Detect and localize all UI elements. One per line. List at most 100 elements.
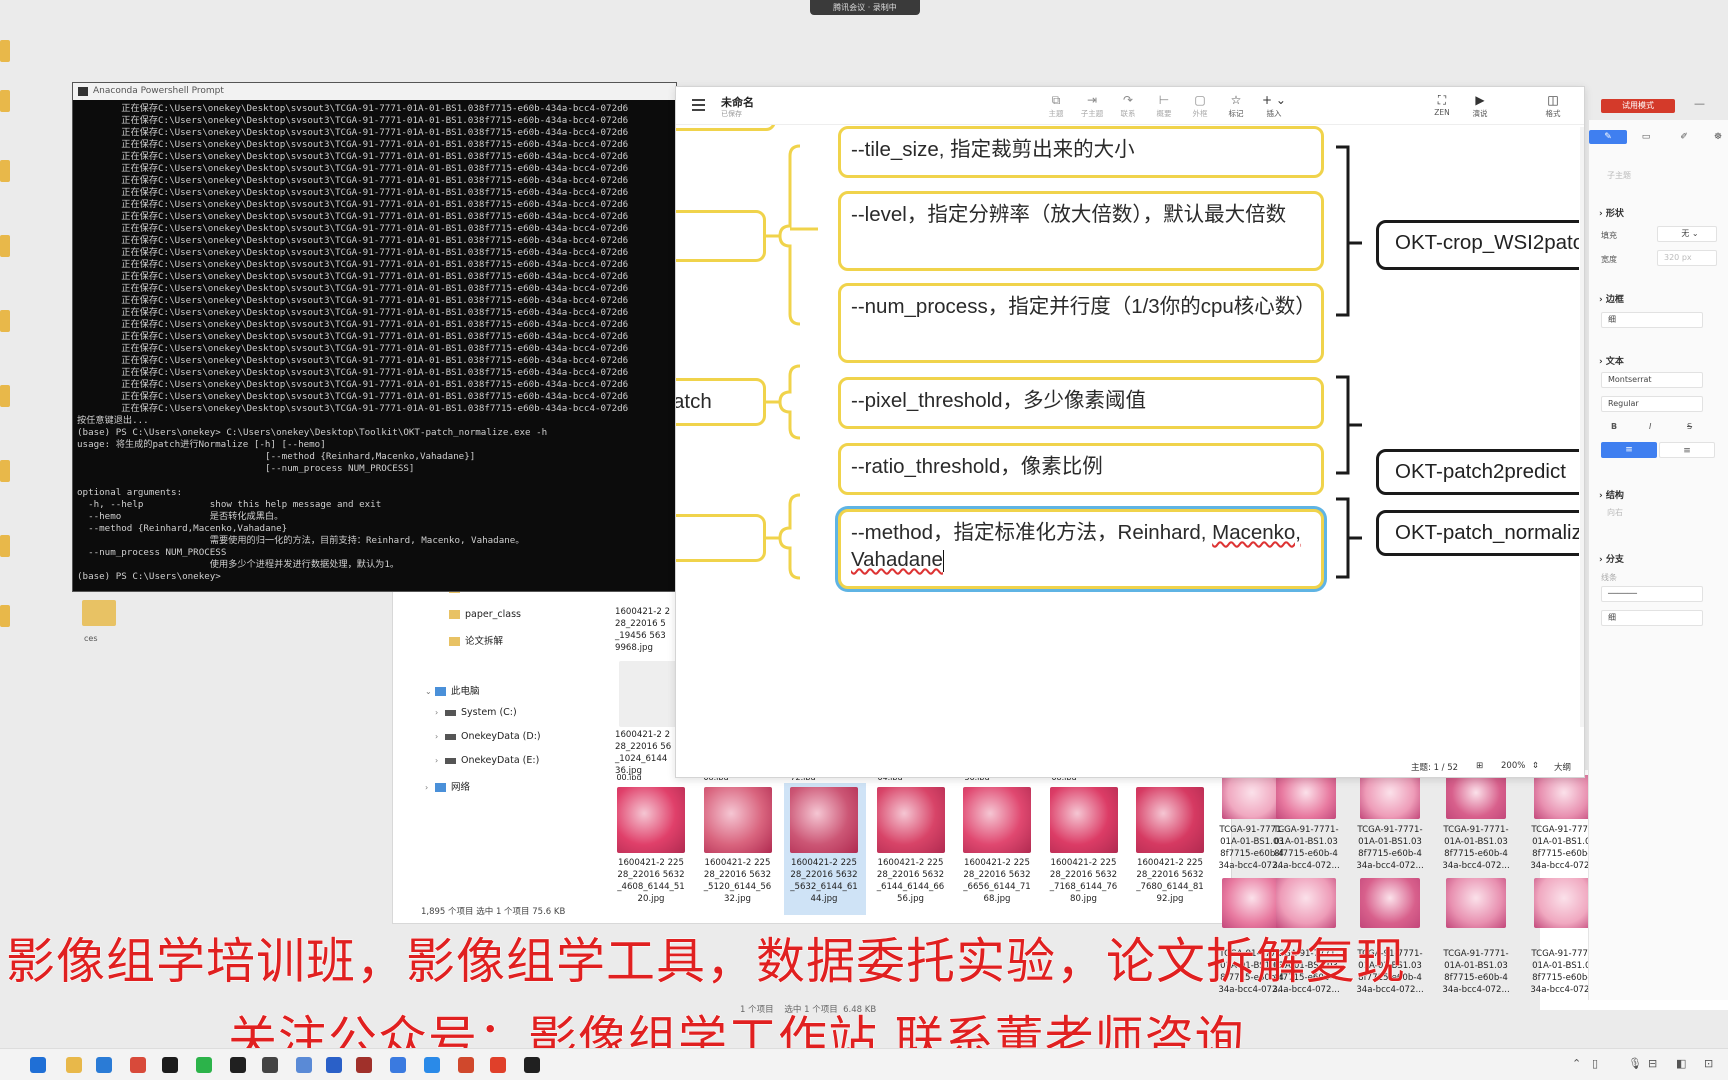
file-thumbnail[interactable] — [1360, 775, 1420, 819]
zoom-level[interactable]: 200% — [1501, 761, 1526, 771]
toolbar-8-button[interactable]: ▶演说 — [1463, 93, 1497, 119]
chevron-icon[interactable]: › — [435, 756, 439, 765]
file-label[interactable]: 1600421-2 2 28_22016 56 _1024_6144 36.jp… — [615, 730, 672, 776]
chrome-icon[interactable] — [130, 1057, 146, 1073]
file-label[interactable]: TCGA-91-7771- 01A-01-BS1.03 8f7715-e60b-… — [1272, 825, 1340, 871]
bold-button[interactable]: B — [1611, 422, 1618, 431]
node-tile-size[interactable]: --tile_size, 指定裁剪出来的大小 — [838, 126, 1324, 178]
file-label[interactable]: TCGA-91-7771- 01A-01-BS1.03 8f7715-e60b-… — [1356, 825, 1424, 871]
file-thumbnail[interactable] — [1276, 878, 1336, 928]
meeting-icon[interactable] — [424, 1057, 440, 1073]
parent-node-predict[interactable]: atch — [676, 378, 766, 426]
meeting-recording-bar[interactable]: 腾讯会议 · 录制中 — [810, 0, 920, 15]
map-view-icon[interactable]: ⊞ — [1476, 761, 1484, 771]
node-num-process[interactable]: --num_process，指定并行度（1/3你的cpu核心数） — [838, 283, 1324, 363]
outline-view-button[interactable]: 大纲 — [1554, 763, 1572, 773]
desktop-shortcut[interactable] — [0, 160, 10, 182]
terminal-titlebar[interactable]: Anaconda Powershell Prompt — [73, 83, 676, 100]
toolbar-4-button[interactable]: ▢外框 — [1183, 93, 1217, 119]
node-okt-crop[interactable]: OKT-crop_WSI2patch — [1376, 220, 1579, 270]
zotero-icon[interactable] — [356, 1057, 372, 1073]
powershell-window[interactable]: Anaconda Powershell Prompt 正在保存C:\Users\… — [72, 82, 677, 592]
desktop-shortcut[interactable] — [0, 235, 10, 257]
node-ratio-threshold[interactable]: --ratio_threshold，像素比例 — [838, 443, 1324, 495]
toolbar-7-button[interactable]: ⛶ZEN — [1425, 93, 1459, 117]
align-left-button[interactable]: ≡ — [1601, 442, 1657, 458]
tree-item-7[interactable]: ›网络 — [425, 779, 470, 793]
tray-icon[interactable]: 🎙 — [1628, 1057, 1642, 1070]
onenote-icon[interactable] — [262, 1057, 278, 1073]
file-thumbnail[interactable] — [963, 787, 1031, 853]
terminal-output[interactable]: 正在保存C:\Users\onekey\Desktop\svsout3\TCGA… — [73, 100, 676, 590]
file-thumbnail[interactable] — [1276, 775, 1336, 819]
file-thumbnail[interactable] — [617, 787, 685, 853]
file-thumbnail[interactable] — [1222, 878, 1282, 928]
file-label[interactable]: TCGA-91-7771- 01A-01-BS1.03 8f7715-e60b-… — [1530, 825, 1598, 871]
node-method[interactable]: --method，指定标准化方法，Reinhard, Macenko, Vaha… — [838, 509, 1324, 589]
vscode-icon[interactable] — [96, 1057, 112, 1073]
file-thumbnail[interactable] — [1049, 787, 1118, 853]
file-label[interactable]: 1600421-2 225 28_22016 5632 _5120_6144_5… — [703, 858, 772, 904]
file-thumbnail[interactable] — [1446, 878, 1506, 928]
file-thumbnail[interactable] — [790, 787, 858, 853]
desktop-shortcut[interactable] — [0, 310, 10, 332]
menu-icon[interactable] — [692, 99, 705, 111]
node-level[interactable]: --level，指定分辨率（放大倍数），默认最大倍数 — [838, 191, 1324, 271]
desktop-folder-icon[interactable] — [82, 600, 116, 626]
desktop-shortcut[interactable] — [0, 90, 10, 112]
branch-line-select[interactable]: ────── — [1601, 586, 1703, 602]
file-label[interactable]: TCGA-91-7771- 01A-01-BS1.03 8f7715-e60b-… — [1218, 825, 1286, 871]
topic-style-input[interactable]: 子主题 — [1607, 171, 1631, 180]
width-input[interactable]: 320 px — [1657, 250, 1717, 266]
file-thumbnail[interactable] — [876, 787, 945, 853]
tree-item-1[interactable]: paper_class — [439, 609, 521, 620]
align-center-button[interactable]: ≡ — [1659, 442, 1715, 458]
strike-button[interactable]: S — [1687, 422, 1693, 431]
node-pixel-threshold[interactable]: --pixel_threshold，多少像素阈值 — [838, 377, 1324, 429]
chevron-icon[interactable]: › — [425, 783, 429, 792]
file-label[interactable]: 1600421-2 225 28_22016 5632 _7680_6144_8… — [1136, 858, 1204, 904]
powerpoint-icon[interactable] — [458, 1057, 474, 1073]
tree-item-3[interactable]: ⌄此电脑 — [425, 683, 480, 697]
toolbar-6-button[interactable]: + ⌄插入 — [1257, 93, 1291, 119]
toolbar-5-button[interactable]: ☆标记 — [1219, 93, 1253, 119]
zoom-stepper-icon[interactable]: ⇕ — [1532, 761, 1540, 771]
file-label[interactable]: 00.jpg — [616, 773, 642, 780]
xmind-icon[interactable] — [490, 1057, 506, 1073]
pycharm-icon[interactable] — [162, 1057, 178, 1073]
tree-item-5[interactable]: ›OnekeyData (D:) — [435, 731, 541, 742]
file-label[interactable]: TCGA-91-7771- 01A-01-BS1.03 8f7715-e60b-… — [1218, 949, 1286, 995]
desktop-shortcut[interactable] — [0, 40, 10, 62]
parent-node-normalize[interactable] — [676, 514, 766, 562]
file-label[interactable]: TCGA-91-7771- 01A-01-BS1.03 8f7715-e60b-… — [1356, 949, 1424, 995]
file-thumbnail[interactable] — [1534, 878, 1594, 928]
border-width-select[interactable]: 细 — [1601, 312, 1703, 328]
mail-icon[interactable] — [390, 1057, 406, 1073]
toolbar-1-button[interactable]: ⇥子主题 — [1075, 93, 1109, 119]
file-label[interactable]: 1600421-2 225 28_22016 5632 _7168_6144_7… — [1049, 858, 1118, 904]
file-label[interactable]: 1600421-2 225 28_22016 5632 _5632_6144_6… — [790, 858, 858, 904]
photos-icon[interactable] — [326, 1057, 342, 1073]
tray-icon[interactable]: ▯ — [1592, 1057, 1599, 1070]
file-label[interactable]: 1600421-2 225 28_22016 5632 _4608_6144_5… — [617, 858, 685, 904]
node-okt-normalize[interactable]: OKT-patch_normalize — [1376, 510, 1579, 556]
parent-node-top[interactable] — [676, 125, 776, 131]
desktop-shortcut[interactable] — [0, 460, 10, 482]
fill-select[interactable]: 无 ⌄ — [1657, 226, 1717, 242]
trial-mode-button[interactable]: 试用模式 — [1601, 99, 1675, 113]
file-thumbnail[interactable] — [1534, 775, 1594, 819]
file-label[interactable]: TCGA-91-7771- 01A-01-BS1.03 8f7715-e60b-… — [1272, 949, 1340, 995]
file-thumbnail[interactable] — [1222, 775, 1282, 819]
branch-width-select[interactable]: 细 — [1601, 610, 1703, 626]
tab-map[interactable]: ▭ — [1641, 132, 1651, 142]
start-icon[interactable] — [30, 1057, 46, 1073]
file-label[interactable]: TCGA-91-7771- 01A-01-BS1.03 8f7715-e60b-… — [1530, 949, 1598, 995]
chevron-icon[interactable]: ⌄ — [425, 687, 432, 696]
font-style-select[interactable]: Regular — [1601, 396, 1703, 412]
toolbar-0-button[interactable]: ⧉主题 — [1039, 93, 1073, 119]
tree-item-6[interactable]: ›OnekeyData (E:) — [435, 755, 539, 766]
paint-icon[interactable] — [296, 1057, 312, 1073]
file-label[interactable]: TCGA-91-7771- 01A-01-BS1.03 8f7715-e60b-… — [1442, 825, 1510, 871]
vertical-scrollbar[interactable] — [1580, 127, 1584, 727]
toolbar-3-button[interactable]: ⊢概要 — [1147, 93, 1181, 119]
